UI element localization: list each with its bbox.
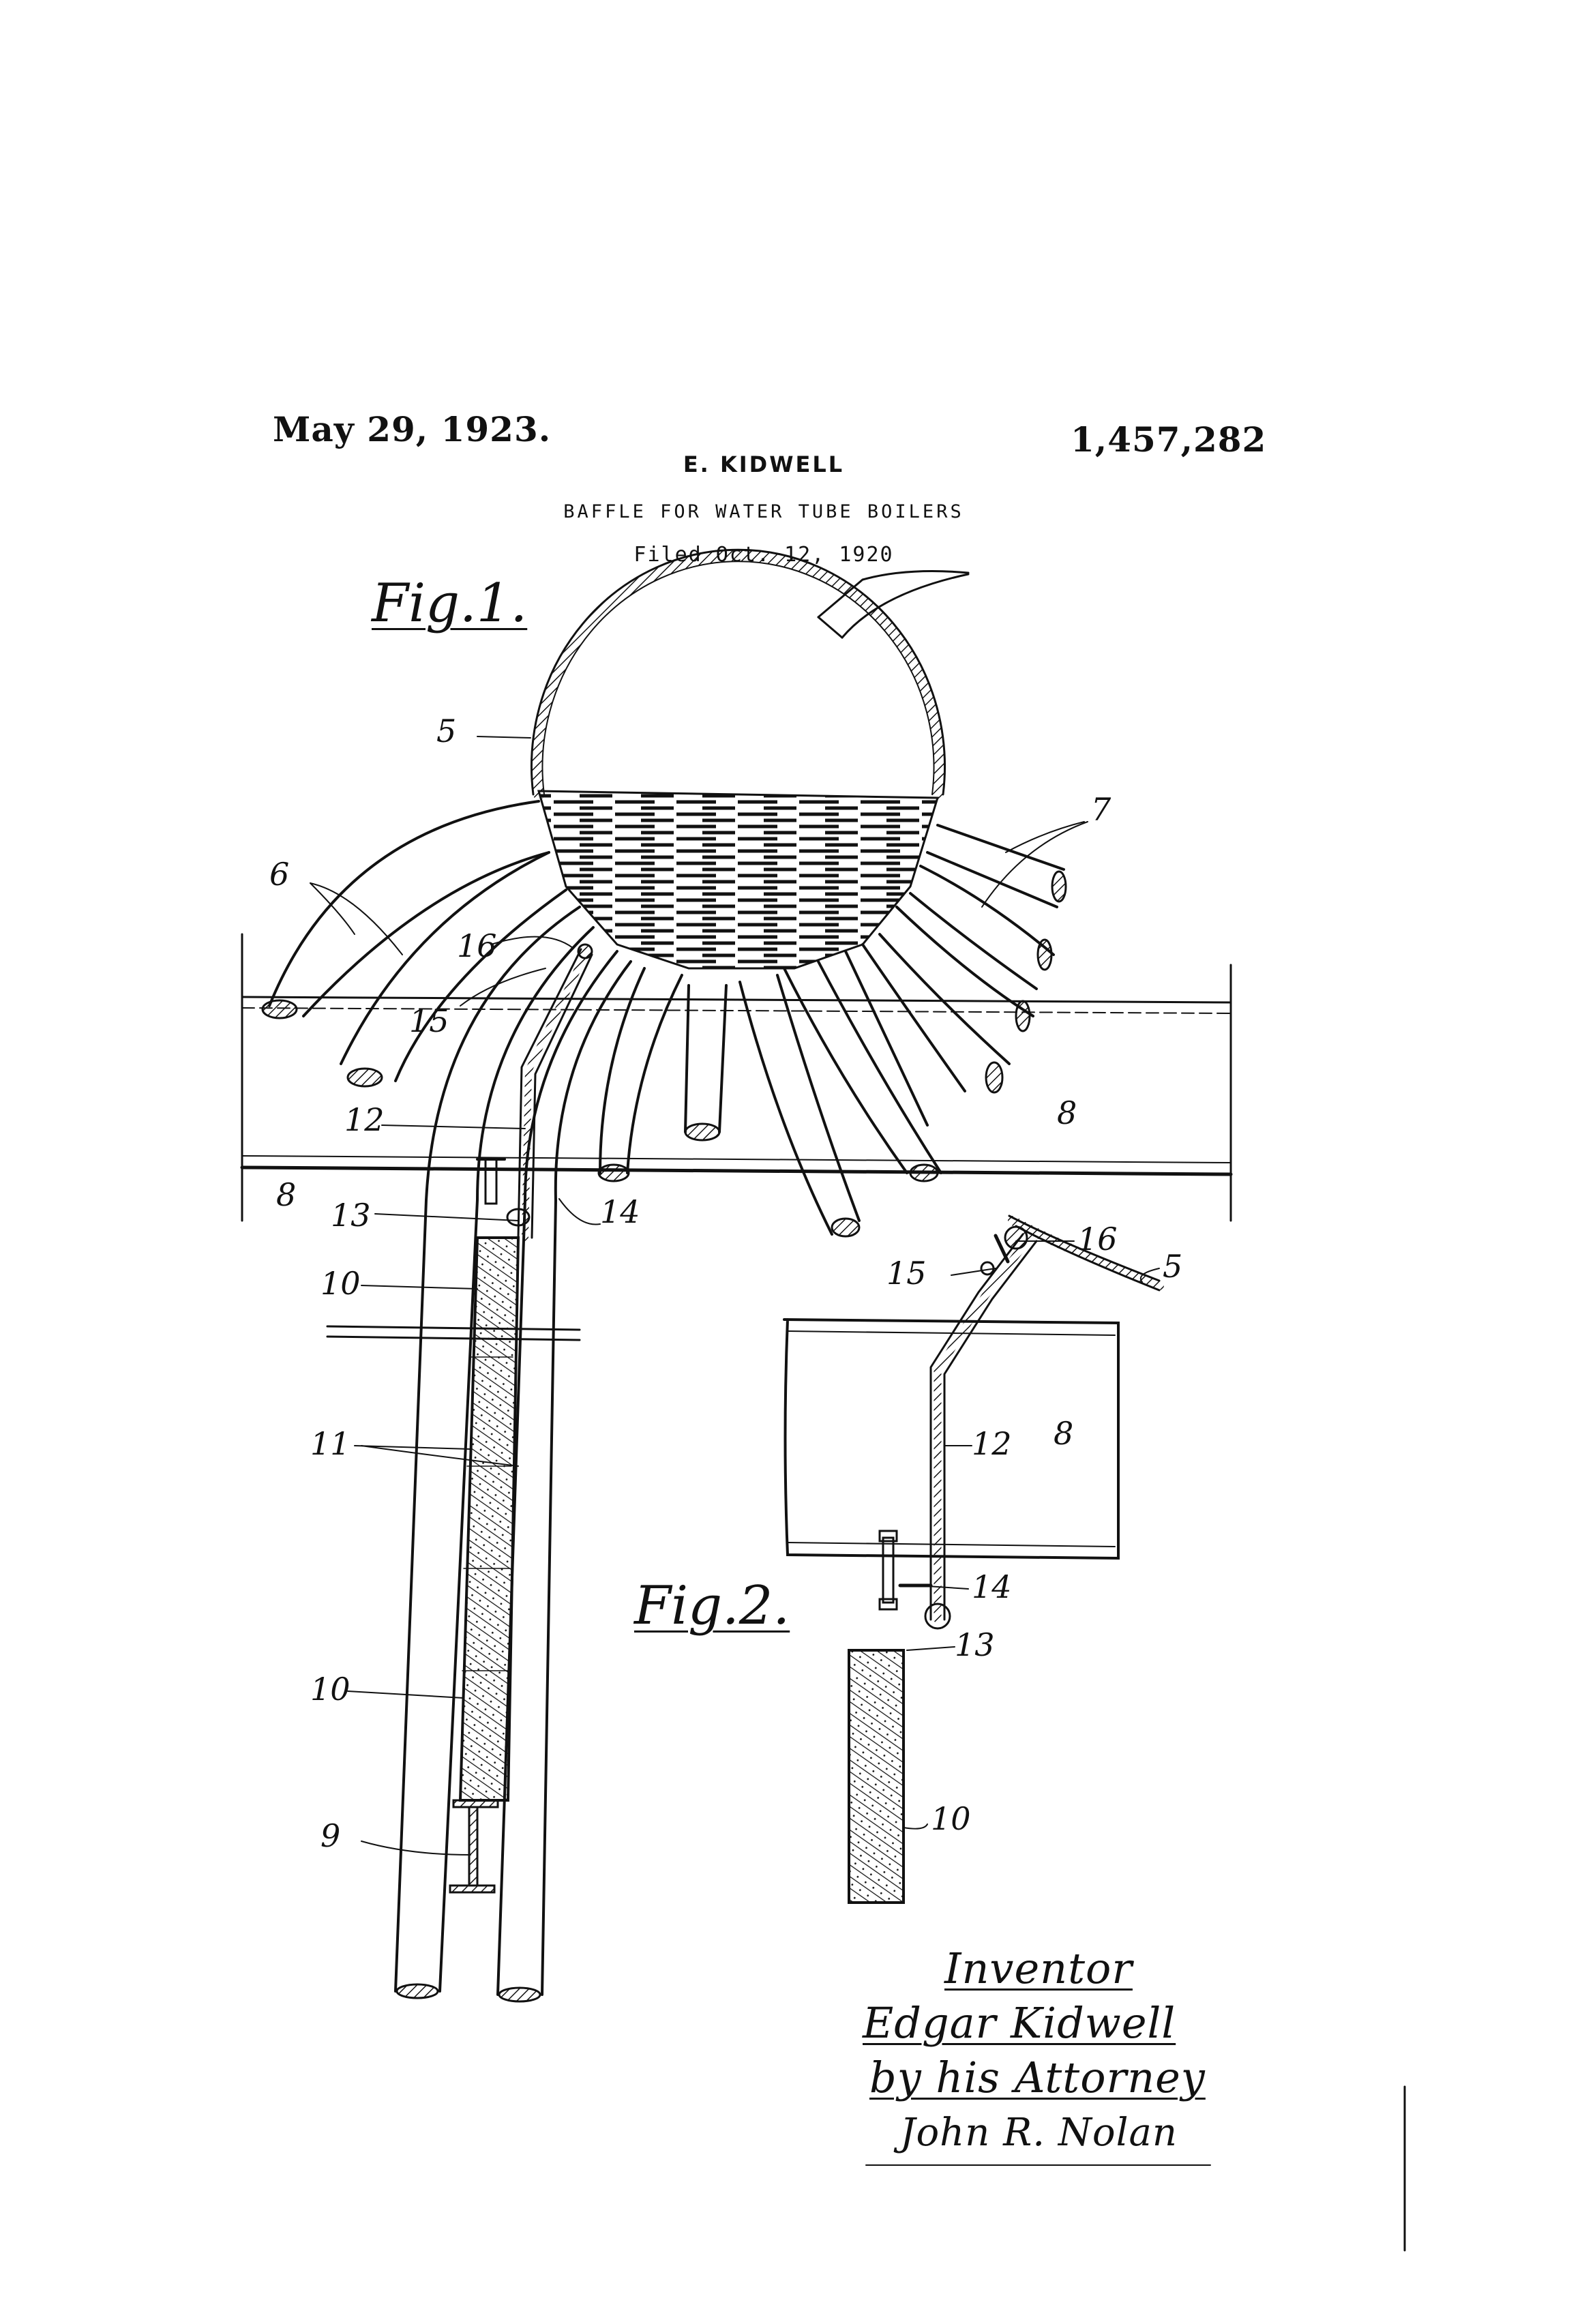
ref-8-header-right: 8	[1057, 1094, 1077, 1131]
ref-10-block-lower: 10	[310, 1671, 350, 1708]
fig2-ref-8-header: 8	[1054, 1415, 1074, 1452]
fig2-drawing	[783, 1215, 1164, 1904]
fig1-label: Fig.1.	[372, 573, 528, 634]
ref-9-support: 9	[320, 1817, 341, 1854]
patent-title: BAFFLE FOR WATER TUBE BOILERS	[563, 501, 964, 522]
ref-16-seal: 16	[457, 927, 497, 964]
fig2-ref-15-clip: 15	[886, 1255, 927, 1292]
ref-6-tubes: 6	[269, 856, 290, 893]
patent-number: 1,457,282	[1071, 419, 1267, 460]
fig2-label: Fig.2.	[634, 1575, 790, 1637]
ref-8-header-left: 8	[276, 1176, 297, 1213]
patent-date: May 29, 1923.	[273, 409, 552, 449]
signature-inventor-label: Inventor	[944, 1943, 1133, 1993]
ref-12-baffle-plate: 12	[344, 1101, 385, 1138]
inventor-name-header: E. KIDWELL	[683, 451, 845, 477]
baffle-plate-12	[476, 943, 593, 1241]
ref-13-bracket: 13	[331, 1197, 371, 1234]
tubes-7	[844, 824, 1067, 1127]
tubes-6	[261, 800, 567, 1088]
fig2-ref-13-bracket: 13	[955, 1626, 995, 1663]
tubes-middle	[597, 960, 942, 1238]
steam-drum	[531, 548, 946, 970]
fig2-ref-12-baffle-plate: 12	[972, 1425, 1012, 1462]
fig2-ref-16-seal: 16	[1077, 1221, 1118, 1257]
header-band-8	[240, 933, 1233, 1222]
ref-15-clip: 15	[409, 1002, 449, 1039]
tubes-11	[394, 906, 632, 2003]
ref-10-block-upper: 10	[320, 1265, 361, 1302]
fig2-ref-10-block: 10	[931, 1800, 971, 1837]
ref-14-bolt: 14	[600, 1193, 640, 1230]
fig2-ref-14-bolt: 14	[972, 1568, 1012, 1605]
signature-by-attorney: by his Attorney	[869, 2053, 1206, 2102]
fig2-ref-5-drum: 5	[1163, 1248, 1183, 1285]
ref-7-tubes: 7	[1091, 791, 1111, 828]
ref-5-drum: 5	[436, 713, 457, 749]
signature-attorney-name: John R. Nolan	[900, 2111, 1178, 2155]
ref-11-tubes: 11	[310, 1425, 350, 1462]
signature-inventor-name: Edgar Kidwell	[863, 1998, 1176, 2048]
